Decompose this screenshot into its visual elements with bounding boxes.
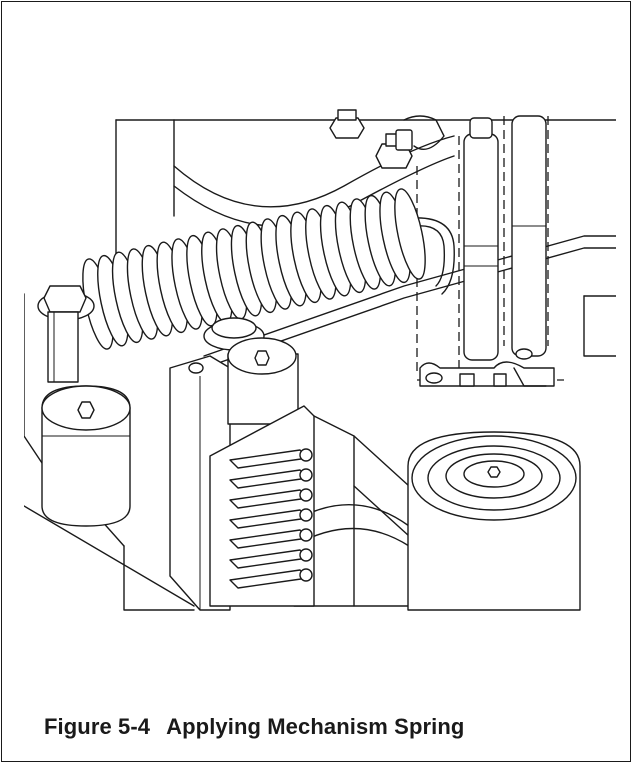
figure-caption: Figure 5-4 Applying Mechanism Spring xyxy=(44,714,464,740)
pin xyxy=(229,448,313,469)
pin-stack xyxy=(209,405,410,607)
right-pulley xyxy=(407,431,581,611)
pin xyxy=(229,548,313,569)
pin xyxy=(229,468,313,489)
figure-number: Figure 5-4 xyxy=(44,714,151,739)
figure-title: Applying Mechanism Spring xyxy=(166,714,465,739)
mechanism-spring xyxy=(82,188,455,350)
spring-coil xyxy=(394,188,426,280)
left-cylinder xyxy=(41,385,131,527)
pin xyxy=(229,568,313,589)
mechanism-spring-illustration xyxy=(24,109,616,611)
pin xyxy=(229,488,313,509)
pin xyxy=(229,508,313,529)
left-anchor xyxy=(37,285,95,383)
pin xyxy=(229,528,313,549)
guide-posts xyxy=(416,115,564,387)
upper-nuts xyxy=(329,109,445,169)
